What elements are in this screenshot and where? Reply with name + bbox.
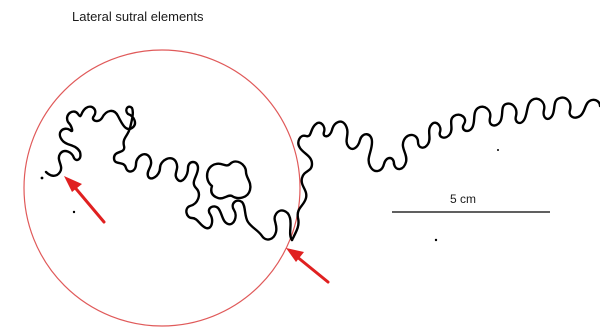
suture-line-middle [290,120,396,242]
scale-bar-label: 5 cm [450,192,477,206]
suture-line-left [44,105,294,242]
arrow-right [286,248,330,284]
speck [434,238,438,242]
highlight-circle [23,49,301,327]
arrow-left [64,176,106,224]
figure-title: Lateral sutral elements [72,9,204,24]
suture-lobe-center [205,160,252,200]
speck [40,176,44,180]
suture-line-right [392,96,600,171]
speck [72,210,76,214]
speck [497,149,499,151]
